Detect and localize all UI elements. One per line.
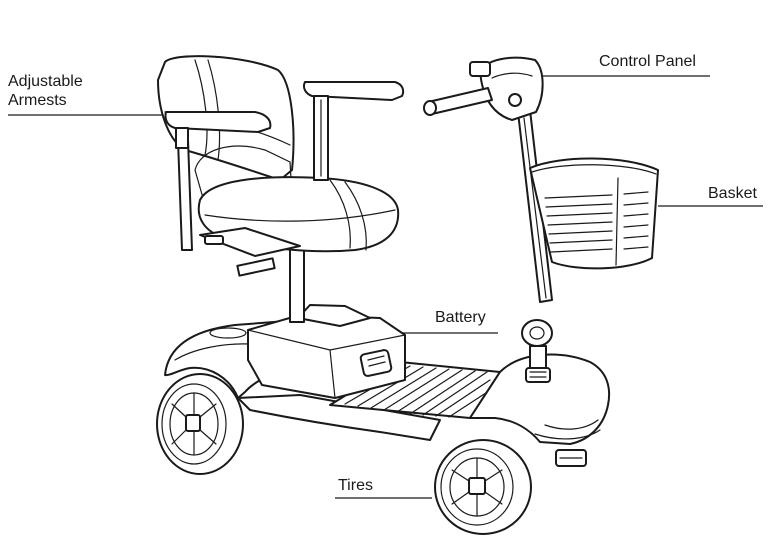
armrests [164, 81, 405, 181]
rear-tire [156, 373, 244, 475]
front-tire [434, 439, 532, 535]
seat [157, 55, 400, 257]
basket-label: Basket [708, 185, 757, 202]
callout-lines [8, 75, 763, 499]
armrests-label-line1: Adjustable [8, 73, 83, 90]
basket-slats [544, 191, 649, 253]
basket [529, 157, 659, 270]
battery [247, 304, 406, 399]
control-panel-label: Control Panel [599, 53, 696, 70]
battery-label: Battery [435, 309, 486, 326]
tires-label: Tires [338, 477, 373, 494]
armrests-label-line2: Armests [8, 92, 67, 109]
tiller [423, 56, 553, 383]
